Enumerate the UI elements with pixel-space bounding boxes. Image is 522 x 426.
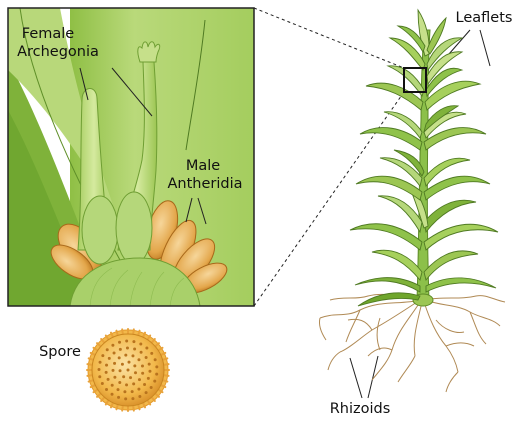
leaflets-label: Leaflets [456,10,513,26]
spore-icon [87,329,169,411]
moss-plant [319,10,505,392]
archegonia-label: Archegonia [17,44,99,60]
zoom-connector-lines [254,8,404,306]
rhizoids-label: Rhizoids [330,401,391,417]
spore-label: Spore [39,344,81,360]
antheridia-label: Antheridia [167,176,242,192]
male-label: Male [186,158,220,174]
rhizoids [319,294,505,392]
female-label: Female [22,26,75,42]
